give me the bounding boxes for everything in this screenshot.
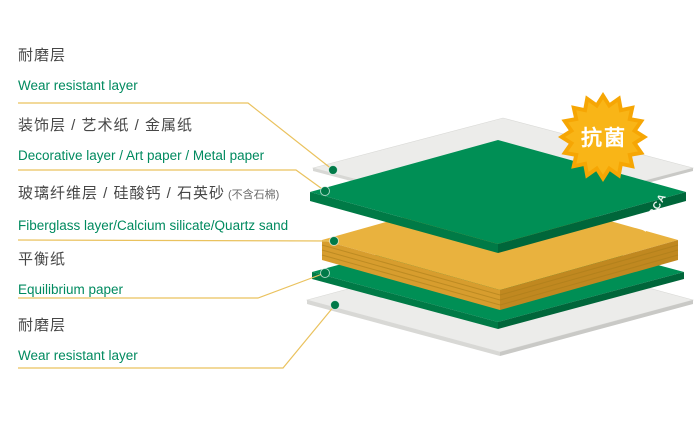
equilibrium-layer-edge-left bbox=[312, 272, 498, 329]
layer-label-en: Fiberglass layer/Calcium silicate/Quartz… bbox=[18, 218, 289, 233]
layer-label-en: Wear resistant layer bbox=[18, 78, 138, 93]
layer-marker-dot bbox=[320, 186, 330, 196]
leader-line-1 bbox=[18, 102, 334, 171]
layer-label-zh: 耐磨层 bbox=[18, 317, 67, 334]
layer-marker-dot bbox=[330, 300, 340, 310]
decorative-layer-edge-right bbox=[498, 192, 686, 253]
layer-label-en: Wear resistant layer bbox=[18, 348, 138, 363]
wear-layer-bottom-edge-right bbox=[500, 300, 693, 356]
badge-label: 抗菌 bbox=[581, 126, 627, 150]
core-lamination-line bbox=[321, 249, 679, 301]
layer-marker-dots bbox=[320, 165, 340, 310]
layer-marker-dot bbox=[329, 236, 339, 246]
label-block-decorative: 装饰层 / 艺术纸 / 金属纸 Decorative layer / Art p… bbox=[18, 116, 318, 164]
label-block-equilibrium: 平衡纸 Equilibrium paper bbox=[18, 250, 318, 298]
leader-line-4 bbox=[18, 272, 326, 299]
badge-star-inner bbox=[565, 99, 641, 175]
layer-label-en: Decorative layer / Art paper / Metal pap… bbox=[18, 148, 265, 163]
leader-lines bbox=[17, 102, 336, 369]
decorative-layer-edge-left bbox=[310, 192, 498, 253]
layer-label-zh: 平衡纸 bbox=[18, 251, 67, 268]
layer-marker-dot bbox=[328, 165, 338, 175]
layer-label-zh-main: 玻璃纤维层 / 硅酸钙 / 石英砂 bbox=[18, 185, 226, 202]
label-block-core: 玻璃纤维层 / 硅酸钙 / 石英砂(不含石棉) Fiberglass layer… bbox=[18, 184, 318, 234]
layer-label-zh-note: (不含石棉) bbox=[228, 189, 280, 201]
equilibrium-layer-edge-right bbox=[498, 272, 684, 329]
leader-line-2 bbox=[18, 169, 326, 192]
label-block-wear-bottom: 耐磨层 Wear resistant layer bbox=[18, 316, 318, 364]
leader-line-5 bbox=[18, 304, 336, 369]
layer-label-zh: 装饰层 / 艺术纸 / 金属纸 bbox=[18, 117, 194, 134]
label-block-wear-top: 耐磨层 Wear resistant layer bbox=[18, 46, 318, 94]
core-lamination-line bbox=[321, 254, 679, 306]
layer-label-zh: 玻璃纤维层 / 硅酸钙 / 石英砂(不含石棉) bbox=[18, 184, 318, 205]
leader-line-3 bbox=[17, 239, 335, 242]
layer-label-zh: 耐磨层 bbox=[18, 47, 67, 64]
core-lamination-line bbox=[321, 244, 679, 296]
antibacterial-badge: 抗菌 bbox=[558, 92, 648, 182]
layer-label-en: Equilibrium paper bbox=[18, 282, 124, 297]
layer-marker-dot bbox=[320, 268, 330, 278]
wear-layer-bottom-edge-left bbox=[307, 300, 500, 356]
